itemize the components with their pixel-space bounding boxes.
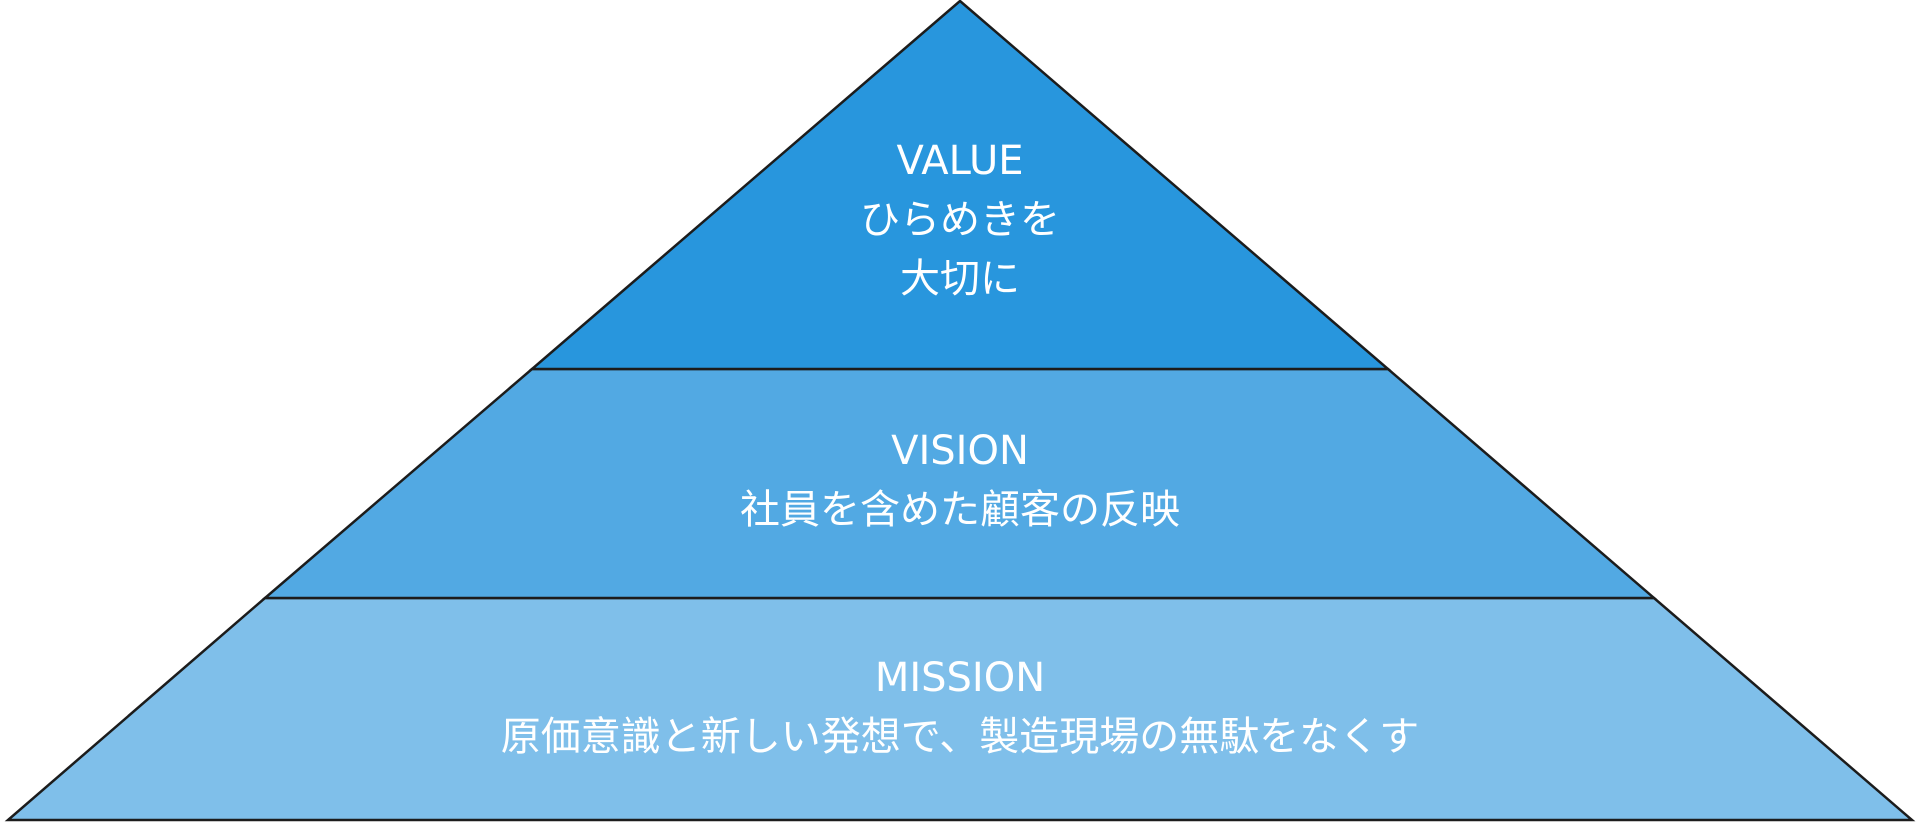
value-text-line-2: 大切に <box>900 256 1020 302</box>
mission-text-line-1: 原価意識と新しい発想で、製造現場の無駄をなくす <box>500 714 1420 760</box>
mission-title: MISSION <box>874 655 1046 701</box>
value-title: VALUE <box>896 138 1024 184</box>
vision-label-group: VISION 社員を含めた顧客の反映 <box>0 422 1920 540</box>
vision-text-line-1: 社員を含めた顧客の反映 <box>740 487 1180 533</box>
vision-title: VISION <box>891 428 1029 474</box>
value-tier <box>528 0 1392 371</box>
mission-label-group: MISSION 原価意識と新しい発想で、製造現場の無駄をなくす <box>0 649 1920 767</box>
value-label-group: VALUE ひらめきを 大切に <box>0 132 1920 309</box>
value-text-line-1: ひらめきを <box>860 197 1060 243</box>
